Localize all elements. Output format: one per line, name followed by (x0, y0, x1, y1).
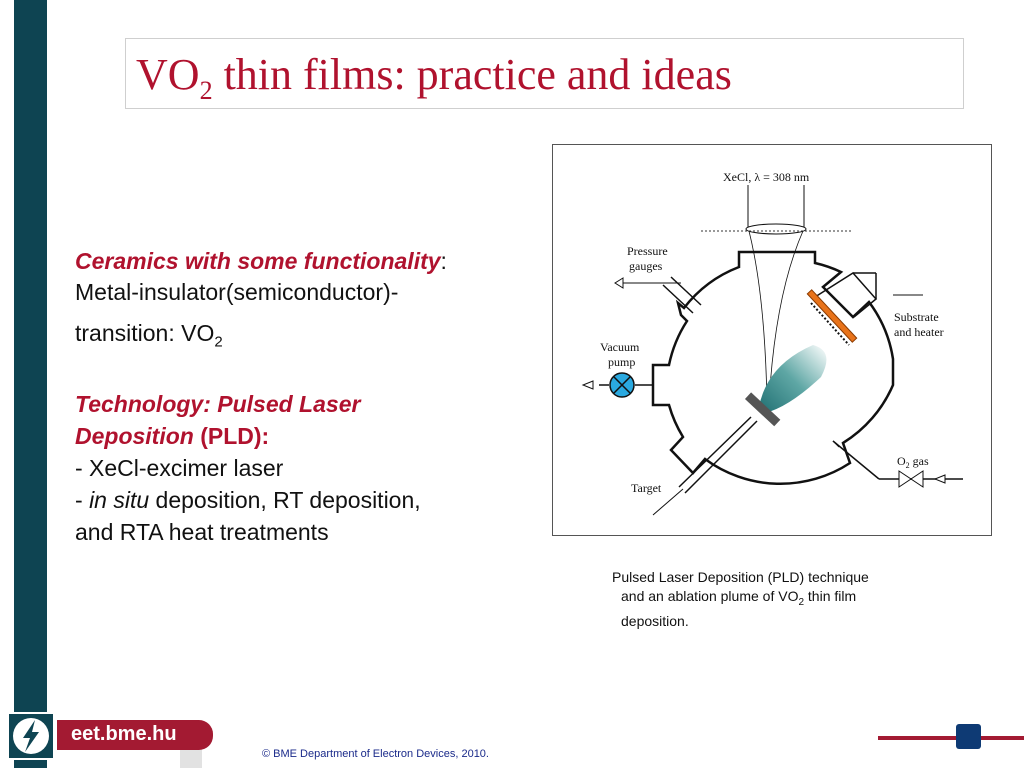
lens-icon (745, 223, 807, 235)
pump-arrow-icon (581, 380, 594, 390)
laser-label: XeCl, λ = 308 nm (723, 170, 810, 184)
bullet-deposition-2: and RTA heat treatments (75, 518, 329, 545)
mit-line-2: transition: VO2 (75, 320, 223, 351)
substrate-label-1: Substrate (894, 310, 939, 324)
gauge-pipe-a (662, 284, 694, 314)
technology-heading-2: Deposition (PLD): (75, 422, 270, 449)
laser-focus-left (748, 230, 768, 404)
slide-body: Ceramics with some functionality: Metal-… (75, 246, 545, 548)
mit-line-1: Metal-insulator(semiconductor)- (75, 279, 399, 305)
title-box: VO2 thin films: practice and ideas (125, 38, 964, 109)
target-rod-a (678, 416, 752, 488)
site-badge[interactable]: eet.bme.hu (57, 720, 213, 750)
footer-line-left (878, 736, 956, 740)
o2-label: O2 gas (897, 454, 929, 470)
target-plate (744, 392, 781, 427)
heater-coils (810, 302, 850, 346)
vacuum-label-1: Vacuum (600, 340, 640, 354)
gauge-pipe-b (670, 276, 702, 306)
site-link[interactable]: eet.bme.hu (71, 723, 177, 745)
pld-diagram-svg: XeCl, λ = 308 nm Pressure gauges Substra… (581, 170, 963, 516)
target-rod-b (684, 420, 758, 494)
laser-focus-right (768, 230, 804, 404)
pressure-label-1: Pressure (627, 244, 668, 258)
pld-diagram: XeCl, λ = 308 nm Pressure gauges Substra… (552, 144, 992, 536)
target-label: Target (631, 481, 662, 495)
bullet-deposition: - in situ deposition, RT deposition, (75, 486, 421, 513)
gauge-arrow-icon (614, 277, 624, 289)
footer-line-right (981, 736, 1024, 740)
pump-cross-b (613, 376, 631, 394)
ceramics-heading: Ceramics with some functionality: (75, 248, 447, 274)
vacuum-chamber (651, 250, 895, 486)
figure-caption: Pulsed Laser Deposition (PLD) technique … (612, 569, 869, 629)
bullet-laser: - XeCl-excimer laser (75, 454, 284, 481)
slide-nav-box[interactable] (956, 724, 981, 749)
o2-pipe (832, 440, 880, 480)
o2-nozzle (832, 440, 840, 448)
slide-title: VO2 thin films: practice and ideas (136, 50, 732, 105)
pressure-label-2: gauges (629, 259, 663, 273)
substrate-holder (814, 272, 878, 318)
bme-logo (7, 712, 55, 760)
ablation-plume (759, 345, 827, 413)
technology-heading: Technology: Pulsed Laser (75, 390, 361, 417)
left-accent-bar (14, 0, 47, 712)
substrate-label-2: and heater (894, 325, 944, 339)
vacuum-label-2: pump (608, 355, 635, 369)
o2-valve-icon (898, 470, 924, 488)
copyright-notice: © BME Department of Electron Devices, 20… (262, 748, 489, 760)
substrate-heater (806, 289, 858, 343)
lightning-bolt-icon (23, 720, 39, 752)
o2-arrow-icon (933, 474, 946, 484)
target-rod-tail (652, 488, 684, 516)
